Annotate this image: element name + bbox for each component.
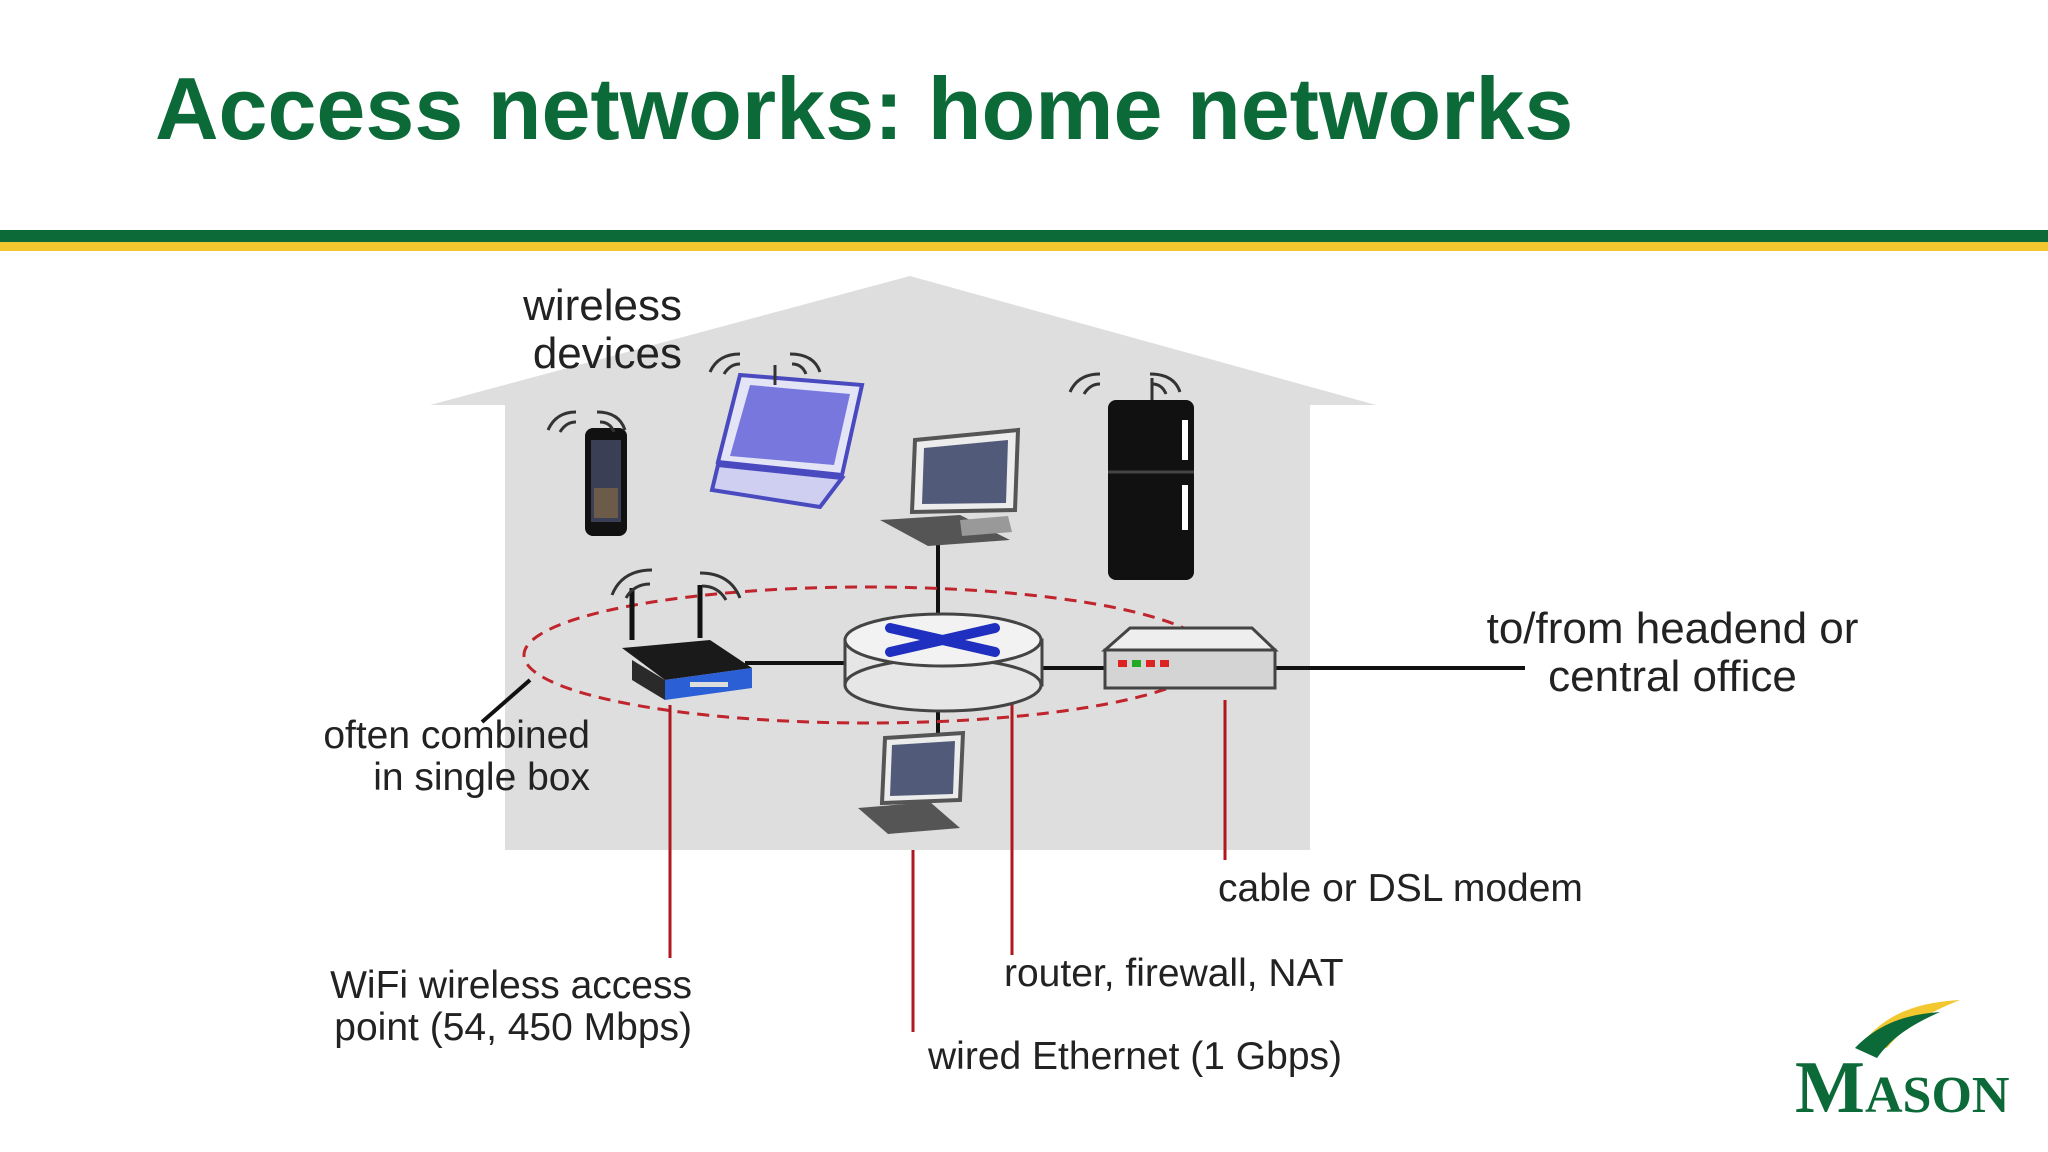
logo-m: M	[1795, 1047, 1865, 1120]
combined-box-label: often combined in single box	[300, 714, 590, 800]
router-icon	[843, 612, 1044, 713]
header-divider-green	[0, 230, 2048, 242]
slide-title: Access networks: home networks	[155, 59, 1574, 158]
headend-label-line1: to/from headend or	[1486, 604, 1859, 653]
combined-box-label-line2: in single box	[373, 756, 590, 800]
modem-label: cable or DSL modem	[1218, 867, 1583, 910]
logo-ason: ASON	[1865, 1067, 2009, 1120]
wireless-devices-label-line2: devices	[532, 328, 682, 378]
router-label: router, firewall, NAT	[1004, 952, 1344, 995]
wifi-label-line1: WiFi wireless access	[330, 964, 692, 1007]
refrigerator-icon	[1068, 372, 1194, 580]
headend-label: to/from headend or central office	[1450, 605, 1895, 700]
wired-computer-icon	[858, 730, 966, 834]
combined-pointer-line	[480, 678, 532, 724]
smartphone-icon	[546, 410, 627, 536]
modem-icon	[1101, 626, 1279, 690]
wifi-label-line2: point (54, 450 Mbps)	[334, 1006, 692, 1050]
ethernet-label: wired Ethernet (1 Gbps)	[928, 1035, 1343, 1078]
mason-logo: M ASON	[1795, 1000, 2009, 1120]
callout-lines	[668, 700, 1227, 1032]
header-divider-gold	[0, 242, 2048, 251]
wifi-access-point-icon	[610, 568, 752, 700]
wifi-label: WiFi wireless access point (54, 450 Mbps…	[300, 964, 692, 1050]
wireless-devices-label-line1: wireless	[523, 281, 682, 330]
headend-label-line2: central office	[1548, 651, 1797, 701]
combined-box-label-line1: often combined	[323, 714, 590, 757]
wireless-devices-label: wireless devices	[500, 282, 682, 377]
desktop-computer-icon	[880, 427, 1021, 546]
laptop-icon	[708, 352, 865, 510]
logo-swoosh-green	[1855, 1012, 1940, 1058]
